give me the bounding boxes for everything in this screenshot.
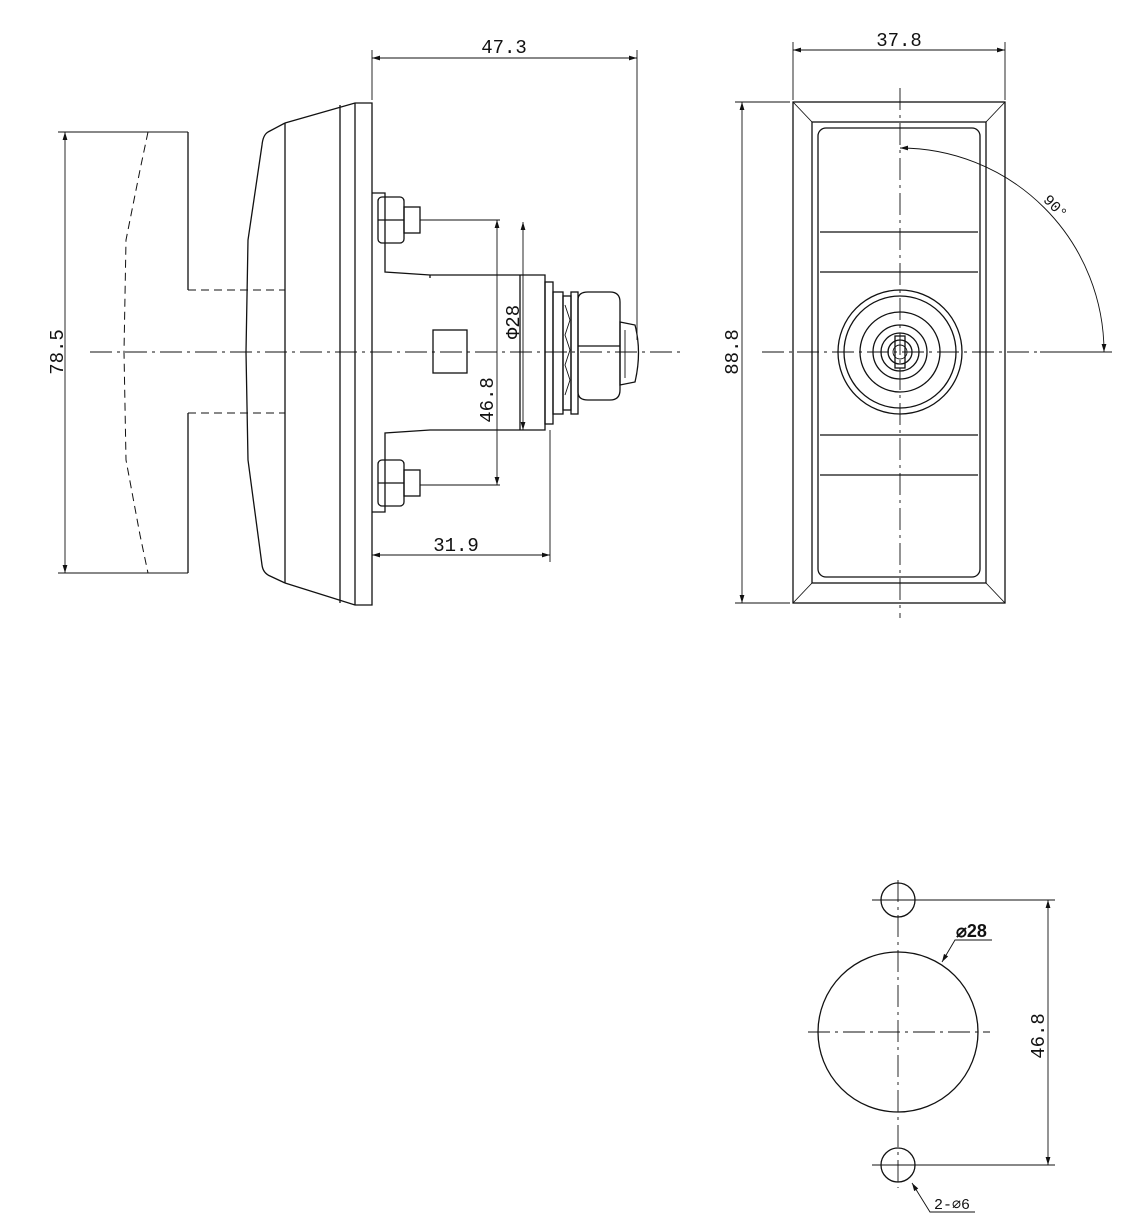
dim-height-78-5: 78.5 <box>47 329 69 375</box>
dim-width-37-8: 37.8 <box>876 30 922 52</box>
rotation-angle-label: 90° <box>1039 192 1070 223</box>
outer-frame <box>792 101 1006 604</box>
dim-hole-dia-28: ⌀28 <box>956 921 987 941</box>
dim-depth-47-3: 47.3 <box>481 37 527 59</box>
dim-hole-spacing-46-8: 46.8 <box>1028 1013 1050 1059</box>
nut <box>577 291 621 401</box>
dim-body-depth-31-9: 31.9 <box>433 535 479 557</box>
handle-face <box>817 127 981 578</box>
rotation-arc <box>899 145 1107 353</box>
lock-body <box>245 102 640 606</box>
side-view: 78.5 47.3 Φ28 46.8 31.9 <box>47 37 685 606</box>
dim-small-holes-2-6: 2-⌀6 <box>934 1197 970 1214</box>
dim-cylinder-phi28: Φ28 <box>503 305 525 339</box>
front-view: 90° 37.8 88.8 <box>722 30 1112 618</box>
cam-end <box>619 321 640 386</box>
square-spindle <box>432 329 468 374</box>
dim-bolt-spacing-46-8: 46.8 <box>477 377 499 423</box>
handle-profile <box>58 131 285 574</box>
panel-cutout-view: 46.8 ⌀28 2-⌀6 <box>808 880 1055 1214</box>
bolt-bottom <box>377 459 421 507</box>
dim-height-88-8: 88.8 <box>722 329 744 375</box>
bolt-top <box>377 196 421 244</box>
